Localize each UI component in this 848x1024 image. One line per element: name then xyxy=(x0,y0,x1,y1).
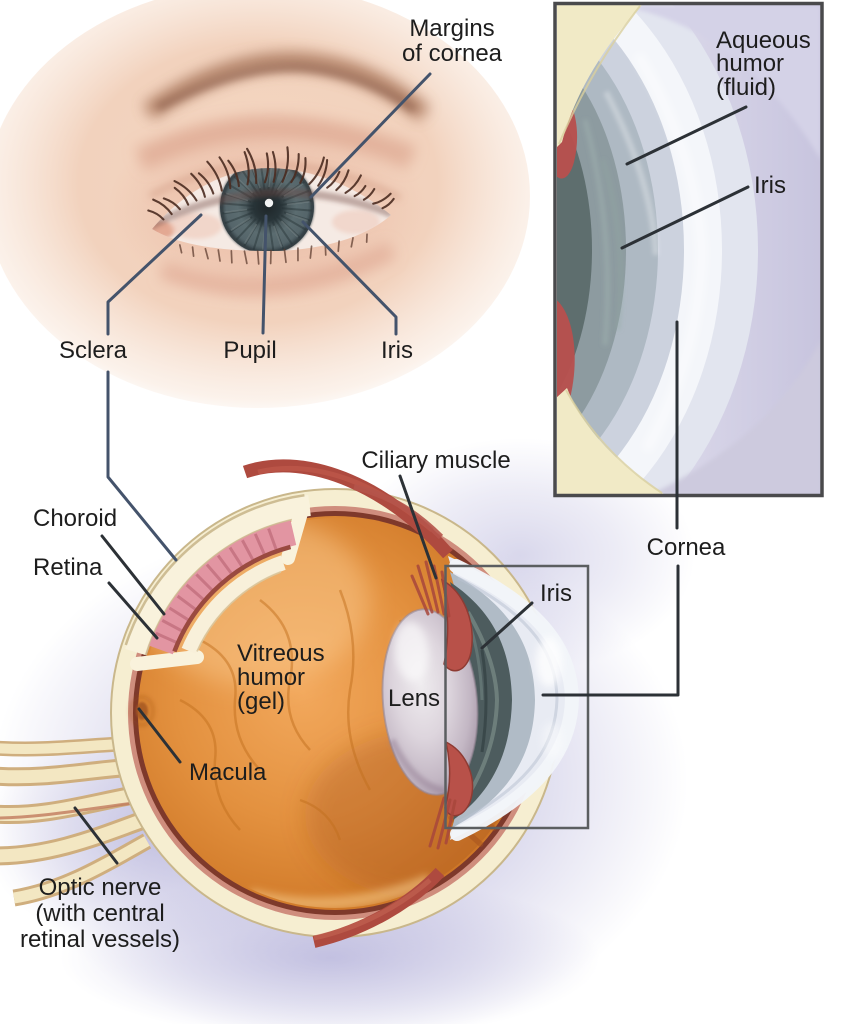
retina-band xyxy=(181,555,286,654)
eyelid-crease xyxy=(148,162,402,201)
sclera-shade-right xyxy=(332,210,380,234)
eye-opening xyxy=(152,168,391,251)
label-vitreous-humor-line3: (gel) xyxy=(237,688,285,715)
leader-cornea-to-section xyxy=(541,564,680,697)
macula-halo xyxy=(129,695,155,727)
leader-optic-nerve xyxy=(73,806,119,865)
label-retina: Retina xyxy=(33,554,103,581)
pupil-highlight xyxy=(264,198,274,208)
choroid-band xyxy=(149,520,297,655)
cutaway-layers xyxy=(124,493,311,671)
choroid-fiber-stripes xyxy=(155,528,278,645)
label-choroid: Choroid xyxy=(33,505,117,532)
leader-choroid xyxy=(100,534,166,616)
external-eye-illustration xyxy=(0,0,530,408)
label-pupil: Pupil xyxy=(223,337,276,364)
leader-ciliary-muscle xyxy=(398,474,438,580)
leader-pupil xyxy=(261,214,268,335)
eyebrow xyxy=(142,52,430,121)
leader-sclera-to-eye xyxy=(106,213,203,336)
label-ciliary-muscle: Ciliary muscle xyxy=(361,447,510,474)
iris-region-box xyxy=(444,564,590,830)
anterior-segment xyxy=(381,556,580,850)
label-optic-nerve-line2: (with central xyxy=(35,900,164,927)
label-iris-section: Iris xyxy=(540,580,572,607)
eyebrow-core xyxy=(156,63,417,114)
label-vitreous-humor-line2: humor xyxy=(237,664,305,691)
label-margins-of-cornea-line2: of cornea xyxy=(402,40,503,67)
leader-iris-eye xyxy=(301,220,398,336)
anterior-segment-inset xyxy=(553,1,824,498)
glow-bottom xyxy=(60,876,600,1024)
label-optic-nerve-line3: retinal vessels) xyxy=(20,926,180,953)
lower-lid-shading xyxy=(158,242,397,296)
label-optic-nerve-line1: Optic nerve xyxy=(39,874,162,901)
ciliary-muscle-fibers xyxy=(410,560,457,850)
lid-cast-shadow xyxy=(152,188,391,230)
extraocular-muscles xyxy=(242,459,453,948)
label-margins-of-cornea-line1: Margins xyxy=(409,15,494,42)
leader-sclera-to-section xyxy=(106,370,178,562)
leader-macula xyxy=(137,707,182,764)
label-sclera: Sclera xyxy=(59,337,128,364)
inset-border-box xyxy=(553,1,824,498)
leader-aqueous-humor xyxy=(625,105,748,166)
leader-margins-of-cornea xyxy=(309,72,432,199)
sclera-cut-band xyxy=(125,494,311,656)
ciliary-body-lower xyxy=(444,740,474,817)
leader-iris-inset xyxy=(620,185,750,250)
eyeball-cross-section xyxy=(0,438,695,1024)
leader-lines xyxy=(73,72,750,865)
label-lens: Lens xyxy=(388,685,440,712)
inset-ciliary-red-lower xyxy=(557,300,575,414)
labels: Margins of cornea Sclera Pupil Iris Aque… xyxy=(20,15,811,953)
limbal-ring xyxy=(219,168,315,251)
label-macula: Macula xyxy=(189,759,267,786)
label-aqueous-humor-line1: Aqueous xyxy=(716,27,811,54)
upper-lid-shading xyxy=(134,115,417,171)
label-aqueous-humor-line2: humor xyxy=(716,50,784,77)
leader-retina xyxy=(107,581,159,640)
label-cornea: Cornea xyxy=(647,534,726,561)
leader-iris-section xyxy=(480,601,534,650)
label-iris-eye: Iris xyxy=(381,337,413,364)
upper-eyelashes xyxy=(147,146,395,221)
ciliary-body-upper xyxy=(440,578,473,672)
lower-eyelashes xyxy=(178,233,368,265)
inset-sclera-wedge-top xyxy=(557,5,642,147)
label-vitreous-humor-line1: Vitreous xyxy=(237,640,325,667)
inset-illustration xyxy=(557,5,821,494)
label-iris-inset: Iris xyxy=(754,172,786,199)
cornea-shape xyxy=(449,559,580,841)
label-aqueous-humor-line3: (fluid) xyxy=(716,74,776,101)
inset-sclera-wedge-bottom xyxy=(557,388,664,494)
